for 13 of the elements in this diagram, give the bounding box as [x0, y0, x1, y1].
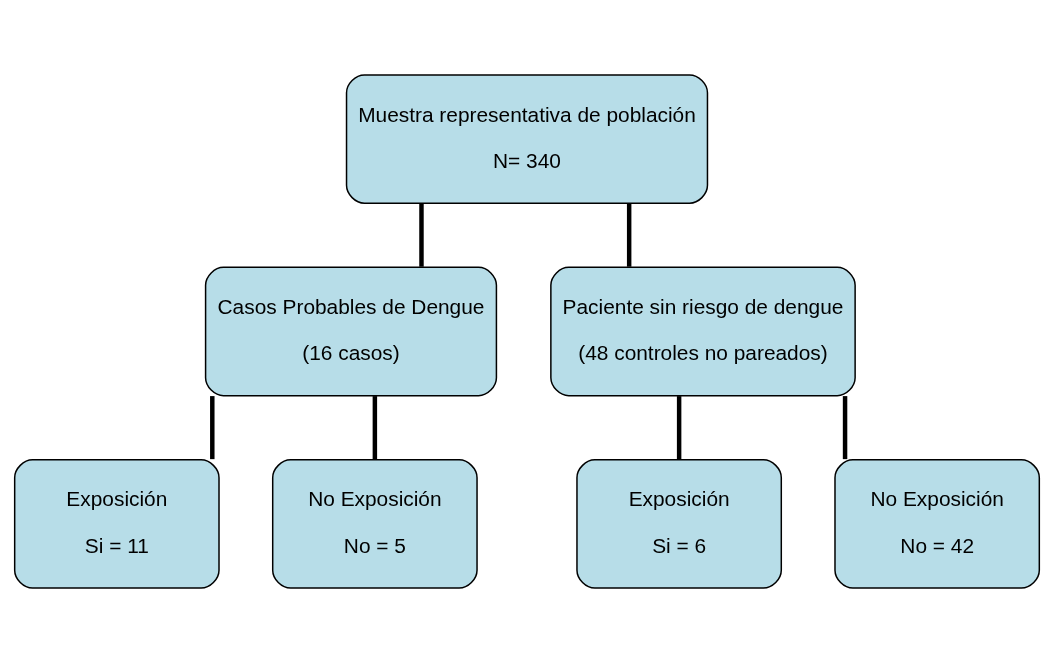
- node-box: No Exposición No = 5: [271, 458, 478, 589]
- node-box: Paciente sin riesgo de dengue (48 controles no pareados): [550, 266, 856, 396]
- connector: [372, 395, 378, 459]
- connector: [842, 395, 848, 459]
- node-box: Muestra representativa de población N= 340: [345, 73, 709, 204]
- connector: [676, 395, 682, 459]
- node-box: Exposición Si = 11: [13, 458, 220, 589]
- connector: [210, 395, 215, 459]
- node-box: Casos Probables de Dengue (16 casos): [204, 266, 498, 396]
- connector: [419, 203, 424, 267]
- node-box: No Exposición No = 42: [834, 458, 1041, 589]
- connector: [626, 203, 632, 267]
- node-box: Exposición Si = 6: [576, 458, 783, 589]
